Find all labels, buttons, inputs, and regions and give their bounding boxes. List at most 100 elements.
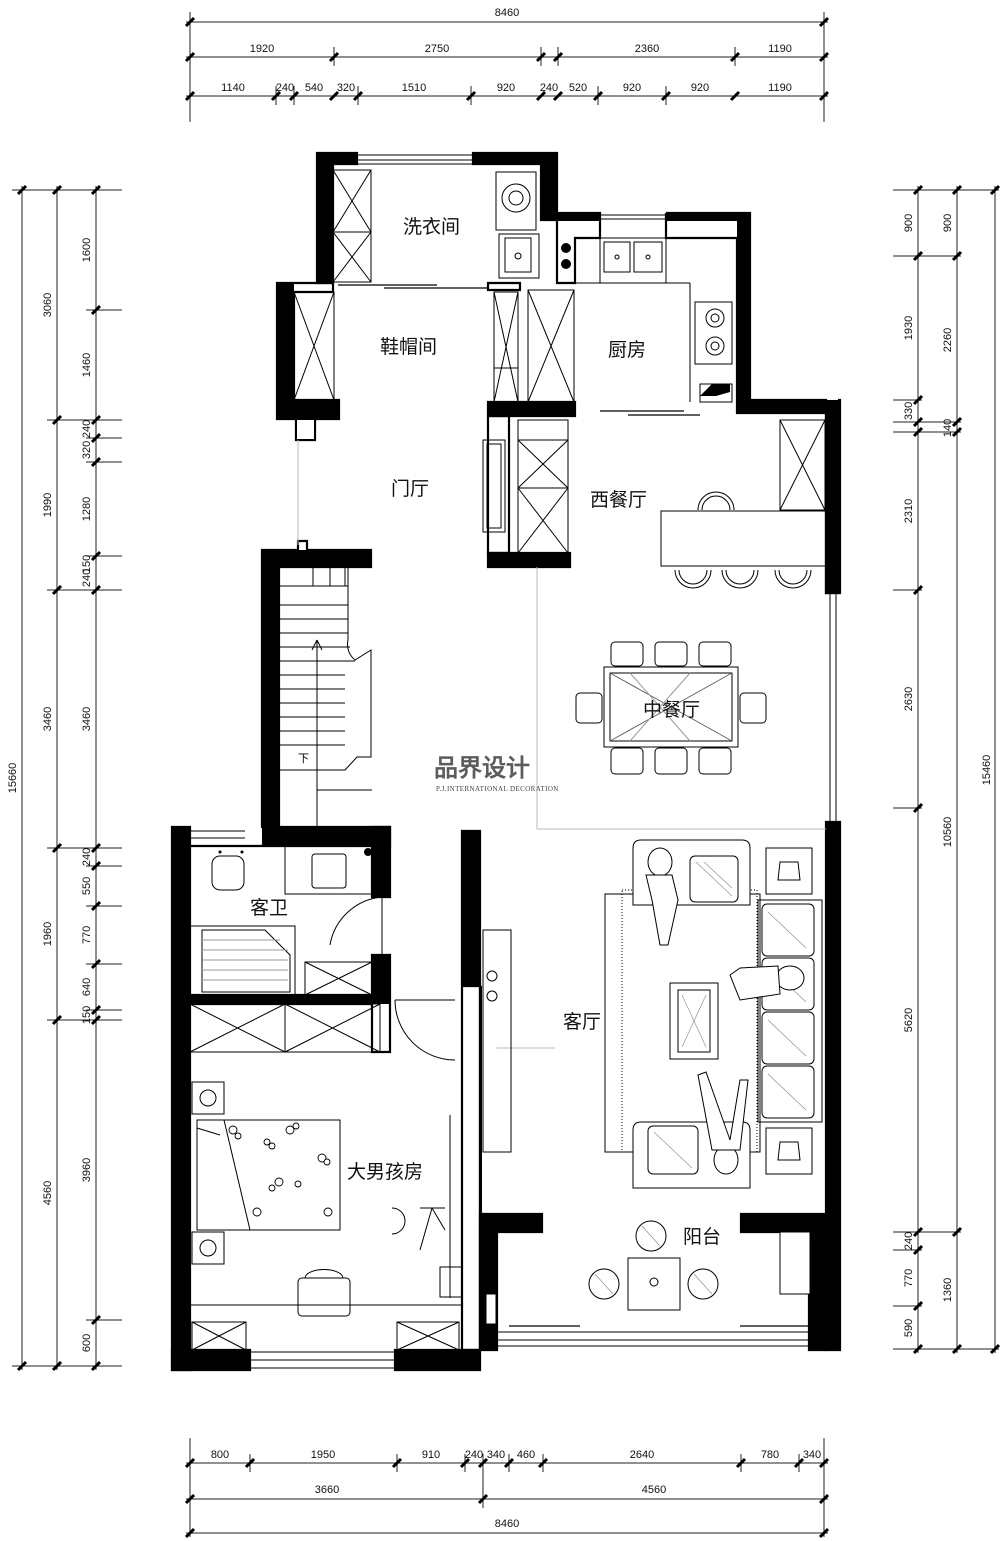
western-dining (660, 419, 827, 589)
room-label-chinese-dining: 中餐厅 (643, 699, 700, 721)
dim-left-mid: 4560 (42, 1181, 54, 1205)
dim-top-detail: 320 (337, 82, 355, 94)
cloakroom-cabinets (293, 291, 519, 403)
dim-top-detail: 1140 (221, 82, 245, 94)
dim-right-mid: 900 (942, 214, 954, 232)
guest-bath-dots (218, 848, 372, 856)
boys-room-furniture (189, 1003, 463, 1351)
dim-bottom-detail: 240 (465, 1449, 483, 1461)
dim-bottom-detail: 340 (803, 1449, 821, 1461)
room-labels: 洗衣间 鞋帽间 厨房 门厅 西餐厅 中餐厅 客卫 客厅 大男孩房 阳台 (250, 216, 721, 1248)
dim-right-inner: 1930 (903, 316, 915, 340)
dim-right-mid: 1360 (942, 1278, 954, 1302)
dim-right-mid: 2260 (942, 328, 954, 352)
dim-left-inner: 550 (81, 877, 93, 895)
dim-left-total: 15660 (7, 763, 19, 794)
dim-bottom-detail: 780 (761, 1449, 779, 1461)
dim-bottom-detail: 1950 (311, 1449, 335, 1461)
room-label-western-dining: 西餐厅 (590, 489, 647, 511)
dim-left-inner: 1600 (81, 238, 93, 262)
logo-text: 品界设计 (434, 754, 530, 782)
dimension-labels: 8460 1920 2750 2360 1190 1140 240 540 32… (7, 7, 993, 1530)
dim-top-detail: 520 (569, 82, 587, 94)
dim-left-inner: 150 (81, 555, 93, 573)
dim-right-inner: 240 (903, 1232, 915, 1250)
dim-top-detail: 240 (540, 82, 558, 94)
dim-left-inner: 3960 (81, 1158, 93, 1182)
dim-right-inner: 330 (903, 402, 915, 420)
dim-right-inner: 770 (903, 1269, 915, 1287)
dim-right-mid: 10560 (942, 817, 954, 848)
dim-right-total: 15460 (981, 755, 993, 786)
dim-left-inner: 1460 (81, 353, 93, 377)
dim-left-mid: 3460 (42, 707, 54, 731)
balcony-chair-texture (594, 1225, 713, 1295)
room-label-cloakroom: 鞋帽间 (380, 336, 437, 358)
dim-left-inner: 600 (81, 1334, 93, 1352)
dim-top-detail: 540 (305, 82, 323, 94)
room-label-laundry: 洗衣间 (403, 216, 460, 238)
dim-top-detail: 240 (276, 82, 294, 94)
dim-left-mid: 1990 (42, 493, 54, 517)
dim-left-mid: 1960 (42, 922, 54, 946)
dim-right-mid: 140 (942, 419, 954, 437)
brand-logo: 品界设计 P.J.INTERNATIONAL DECORATION (434, 754, 558, 793)
dim-top-mid: 2750 (425, 43, 449, 55)
window-lines (190, 154, 837, 1369)
room-label-living-room: 客厅 (563, 1011, 601, 1033)
dim-left-inner: 640 (81, 978, 93, 996)
balcony-furniture (485, 1220, 811, 1325)
dim-top-total: 8460 (495, 7, 519, 19)
room-label-balcony: 阳台 (683, 1226, 721, 1248)
dim-bottom-detail: 2640 (630, 1449, 654, 1461)
dim-top-mid: 2360 (635, 43, 659, 55)
dim-bottom-detail: 340 (487, 1449, 505, 1461)
dim-left-inner: 320 (81, 441, 93, 459)
dim-top-mid: 1920 (250, 43, 274, 55)
dim-left-mid: 3060 (42, 293, 54, 317)
dim-left-inner: 150 (81, 1006, 93, 1024)
dim-top-detail: 920 (623, 82, 641, 94)
dim-bottom-mid: 4560 (642, 1484, 666, 1496)
sliding-doors (338, 284, 809, 1327)
room-label-foyer: 门厅 (391, 478, 429, 500)
phones (777, 861, 801, 1161)
room-label-boys-room: 大男孩房 (347, 1161, 423, 1183)
kitchen-fixtures (527, 237, 733, 403)
dim-top-detail: 1190 (768, 82, 792, 94)
stair-down-mark: 下 (298, 752, 309, 765)
dim-left-inner: 240 (81, 420, 93, 438)
dim-bottom-detail: 460 (517, 1449, 535, 1461)
room-label-kitchen: 厨房 (608, 339, 646, 361)
dim-top-mid: 1190 (768, 43, 792, 55)
dim-bottom-mid: 3660 (315, 1484, 339, 1496)
dimension-lines (12, 12, 1000, 1539)
dim-bottom-detail: 800 (211, 1449, 229, 1461)
dim-right-inner: 590 (903, 1319, 915, 1337)
dim-right-inner: 5620 (903, 1008, 915, 1032)
wall-fills (172, 153, 840, 1370)
dim-right-inner: 2630 (903, 687, 915, 711)
dim-left-inner: 770 (81, 926, 93, 944)
laundry-fixtures (332, 169, 540, 283)
kitchen-burners (561, 243, 730, 396)
dim-right-inner: 900 (903, 214, 915, 232)
dim-left-inner: 1280 (81, 497, 93, 521)
staircase (279, 567, 372, 827)
dim-top-detail: 920 (497, 82, 515, 94)
dim-left-inner: 240 (81, 569, 93, 587)
guest-bath-fixtures (189, 845, 373, 997)
dim-top-detail: 1510 (402, 82, 426, 94)
dim-top-detail: 920 (691, 82, 709, 94)
tv-cabinet (482, 929, 512, 1153)
bed-flower-pattern (228, 1122, 333, 1217)
chinese-dining (575, 641, 767, 775)
people-figures (645, 847, 805, 1175)
dim-right-inner: 2310 (903, 499, 915, 523)
dim-left-inner: 3460 (81, 707, 93, 731)
dim-left-inner: 240 (81, 848, 93, 866)
foyer-cabinets (482, 419, 569, 554)
dim-bottom-total: 8460 (495, 1518, 519, 1530)
room-label-guest-bath: 客卫 (250, 897, 288, 919)
